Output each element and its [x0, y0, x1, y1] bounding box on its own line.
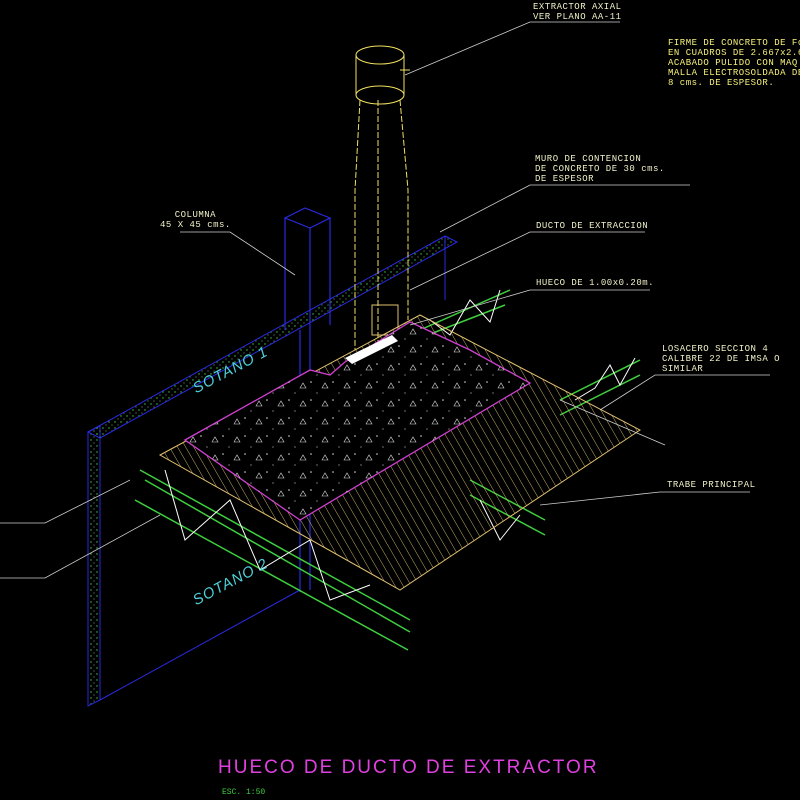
label-ducto: DUCTO DE EXTRACCION — [536, 221, 649, 231]
truss-joists — [134, 289, 641, 651]
label-line: VER PLANO AA-11 — [533, 12, 622, 22]
label-line: 45 X 45 cms. — [160, 220, 231, 230]
label-line: EXTRACTOR AXIAL — [533, 2, 622, 12]
label-hueco: HUECO DE 1.00x0.20m. — [536, 278, 655, 288]
label-line: 8 cms. DE ESPESOR. — [668, 78, 775, 88]
label-line: ACABADO PULIDO CON MAQ — [668, 58, 798, 68]
label-line: FIRME DE CONCRETO DE Fc — [668, 38, 800, 48]
duct-opening[interactable] — [345, 335, 398, 364]
label-line: LOSACERO SECCION 4 — [662, 344, 769, 354]
label-line: MALLA ELECTROSOLDADA DE — [668, 68, 800, 78]
leader-lines — [0, 21, 770, 579]
label-line: DE ESPESOR — [535, 174, 595, 184]
retaining-wall — [86, 235, 459, 707]
label-line: EN CUADROS DE 2.667x2.6 — [668, 48, 800, 58]
label-line: CALIBRE 22 DE IMSA O — [662, 354, 781, 364]
drawing-title: HUECO DE DUCTO DE EXTRACTOR — [218, 757, 599, 778]
label-line: SIMILAR — [662, 364, 704, 374]
exhaust-duct — [354, 45, 410, 350]
label-line: DE CONCRETO DE 30 cms. — [535, 164, 665, 174]
drawing-scale: ESC. 1:50 — [222, 788, 266, 797]
label-line: COLUMNA — [174, 210, 217, 220]
label-trabe: TRABE PRINCIPAL — [667, 480, 756, 490]
label-line: MURO DE CONTENCION — [535, 154, 642, 164]
